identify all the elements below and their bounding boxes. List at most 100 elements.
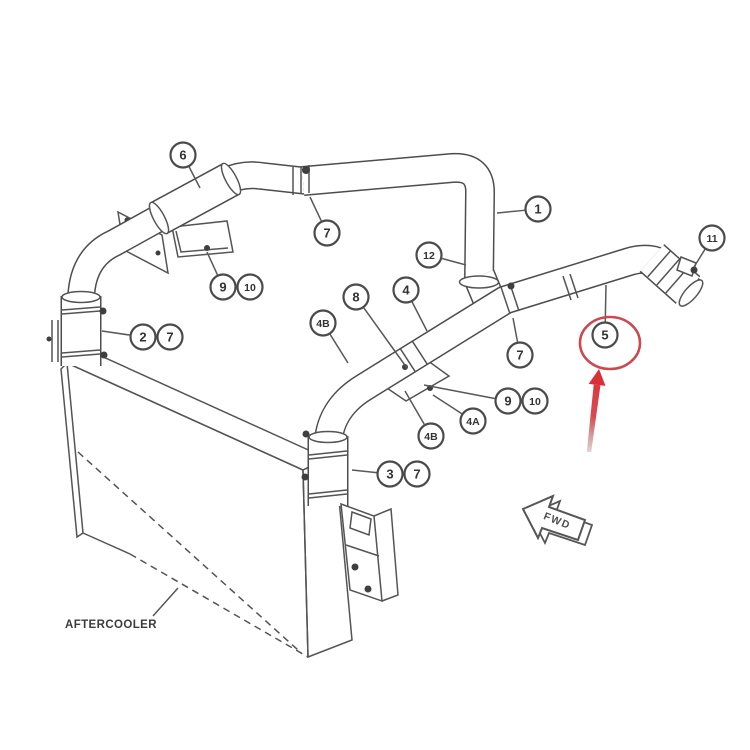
fwd-arrow-face <box>521 494 587 542</box>
aftercooler-core <box>46 320 353 659</box>
highlight-arrow-head <box>588 369 606 386</box>
callout-circle-4B <box>309 309 337 337</box>
callout-leader-4A <box>432 394 463 415</box>
pipe6-bracket-inner <box>175 230 229 253</box>
callout-leader-4B <box>329 334 349 364</box>
callout-11: 11 <box>693 224 726 268</box>
callout-4B: 4B <box>404 390 445 450</box>
callout-leader-9 <box>206 251 219 276</box>
hose3-clamp-rings <box>308 450 348 499</box>
callout-circle-5 <box>591 321 619 349</box>
pipe1-body <box>301 154 494 283</box>
callout-number-7: 7 <box>413 467 420 482</box>
aftercooler-label-leader <box>152 587 179 617</box>
aftercooler-inlet-neck <box>51 320 59 362</box>
callout-leader-12 <box>441 257 467 266</box>
clamp11-bolt <box>690 266 698 274</box>
callout-leader-8 <box>363 307 408 369</box>
hose2-cap <box>61 290 101 304</box>
aftercooler-bottom-edge-solid <box>82 532 131 555</box>
callout-10: 10 <box>521 387 549 415</box>
hub-clamp-bolt <box>507 282 515 290</box>
callout-12: 12 <box>415 241 467 269</box>
callout-circle-7 <box>506 341 534 369</box>
piping <box>60 152 703 506</box>
bracket-bolt <box>402 364 408 370</box>
side-bracket-hook <box>349 510 372 537</box>
callout-circle-6 <box>169 141 197 169</box>
callout-leader-6 <box>188 166 201 189</box>
callout-number-9: 9 <box>219 280 226 295</box>
callout-number-3: 3 <box>386 467 393 482</box>
side-bracket-flange <box>345 507 399 602</box>
callout-circle-10 <box>521 387 549 415</box>
callout-4A: 4A <box>432 394 487 435</box>
resonator-cap <box>220 162 242 196</box>
fwd-arrow: FWD <box>521 494 594 547</box>
aftercooler-hidden-edge <box>77 451 299 651</box>
callout-circle-1 <box>524 195 552 223</box>
callout-number-4B: 4B <box>424 431 438 443</box>
callout-number-10: 10 <box>244 282 256 294</box>
callout-number-7: 7 <box>323 226 330 241</box>
callout-leader-3 <box>351 469 377 474</box>
highlight-arrow-shaft <box>586 384 601 453</box>
callout-5: 5 <box>591 284 619 349</box>
hose2-clamp-rings <box>61 306 101 358</box>
callout-number-11: 11 <box>706 233 717 245</box>
callout-circle-7 <box>156 323 184 351</box>
hose-clamp-bolt <box>302 430 310 438</box>
callout-number-7: 7 <box>516 348 523 363</box>
callout-7: 7 <box>403 460 431 488</box>
callout-leader-4 <box>411 301 428 332</box>
callout-circle-9 <box>494 387 522 415</box>
callout-2: 2 <box>101 323 157 351</box>
callout-circle-7 <box>403 460 431 488</box>
aftercooler-label: AFTERCOOLER <box>65 619 157 631</box>
callout-circle-7 <box>313 219 341 247</box>
highlight-layer <box>578 315 642 453</box>
callout-number-4: 4 <box>402 283 410 298</box>
callout-leader-2 <box>101 330 130 336</box>
hose-clamp-bolt <box>301 473 309 481</box>
pipe6-resonator <box>151 164 239 233</box>
side-bracket-bolt <box>351 563 359 571</box>
callout-circle-8 <box>342 283 370 311</box>
callout-circle-4 <box>392 276 420 304</box>
callout-number-6: 6 <box>179 148 186 163</box>
hose-clamp-bolt <box>99 307 107 315</box>
callout-9: 9 <box>423 384 522 415</box>
callout-number-12: 12 <box>423 250 435 262</box>
callout-circle-10 <box>236 273 264 301</box>
callout-number-9: 9 <box>504 394 511 409</box>
callout-circle-3 <box>376 460 404 488</box>
hose-clamp-bolt <box>100 351 108 359</box>
callout-circle-12 <box>415 241 443 269</box>
callout-4: 4 <box>392 276 428 332</box>
aftercooler-label-group: AFTERCOOLER <box>65 587 179 631</box>
pipe6-bracket <box>171 220 234 258</box>
aftercooler-left-edge <box>66 362 84 534</box>
fitting-dot <box>46 336 52 342</box>
callout-circle-2 <box>129 323 157 351</box>
callout-circle-9 <box>209 273 237 301</box>
callout-number-5: 5 <box>601 328 608 343</box>
callout-number-2: 2 <box>139 330 146 345</box>
callout-number-1: 1 <box>534 202 541 217</box>
aftercooler-bottom-edge-dashed <box>129 553 309 658</box>
pipe6-body <box>68 162 309 366</box>
highlight-ellipse <box>578 315 642 371</box>
callout-leader-5 <box>604 284 607 322</box>
callout-number-4A: 4A <box>466 416 480 428</box>
callout-circle-4B <box>417 422 445 450</box>
pipe-details <box>61 165 704 499</box>
callout-number-7: 7 <box>166 330 173 345</box>
callout-leader-7 <box>512 317 519 342</box>
pipe5-ring <box>562 273 579 301</box>
callout-1: 1 <box>496 195 552 223</box>
callout-leader-11 <box>693 249 706 268</box>
plate-bolt <box>155 250 161 256</box>
pipe1-collar <box>458 275 500 289</box>
